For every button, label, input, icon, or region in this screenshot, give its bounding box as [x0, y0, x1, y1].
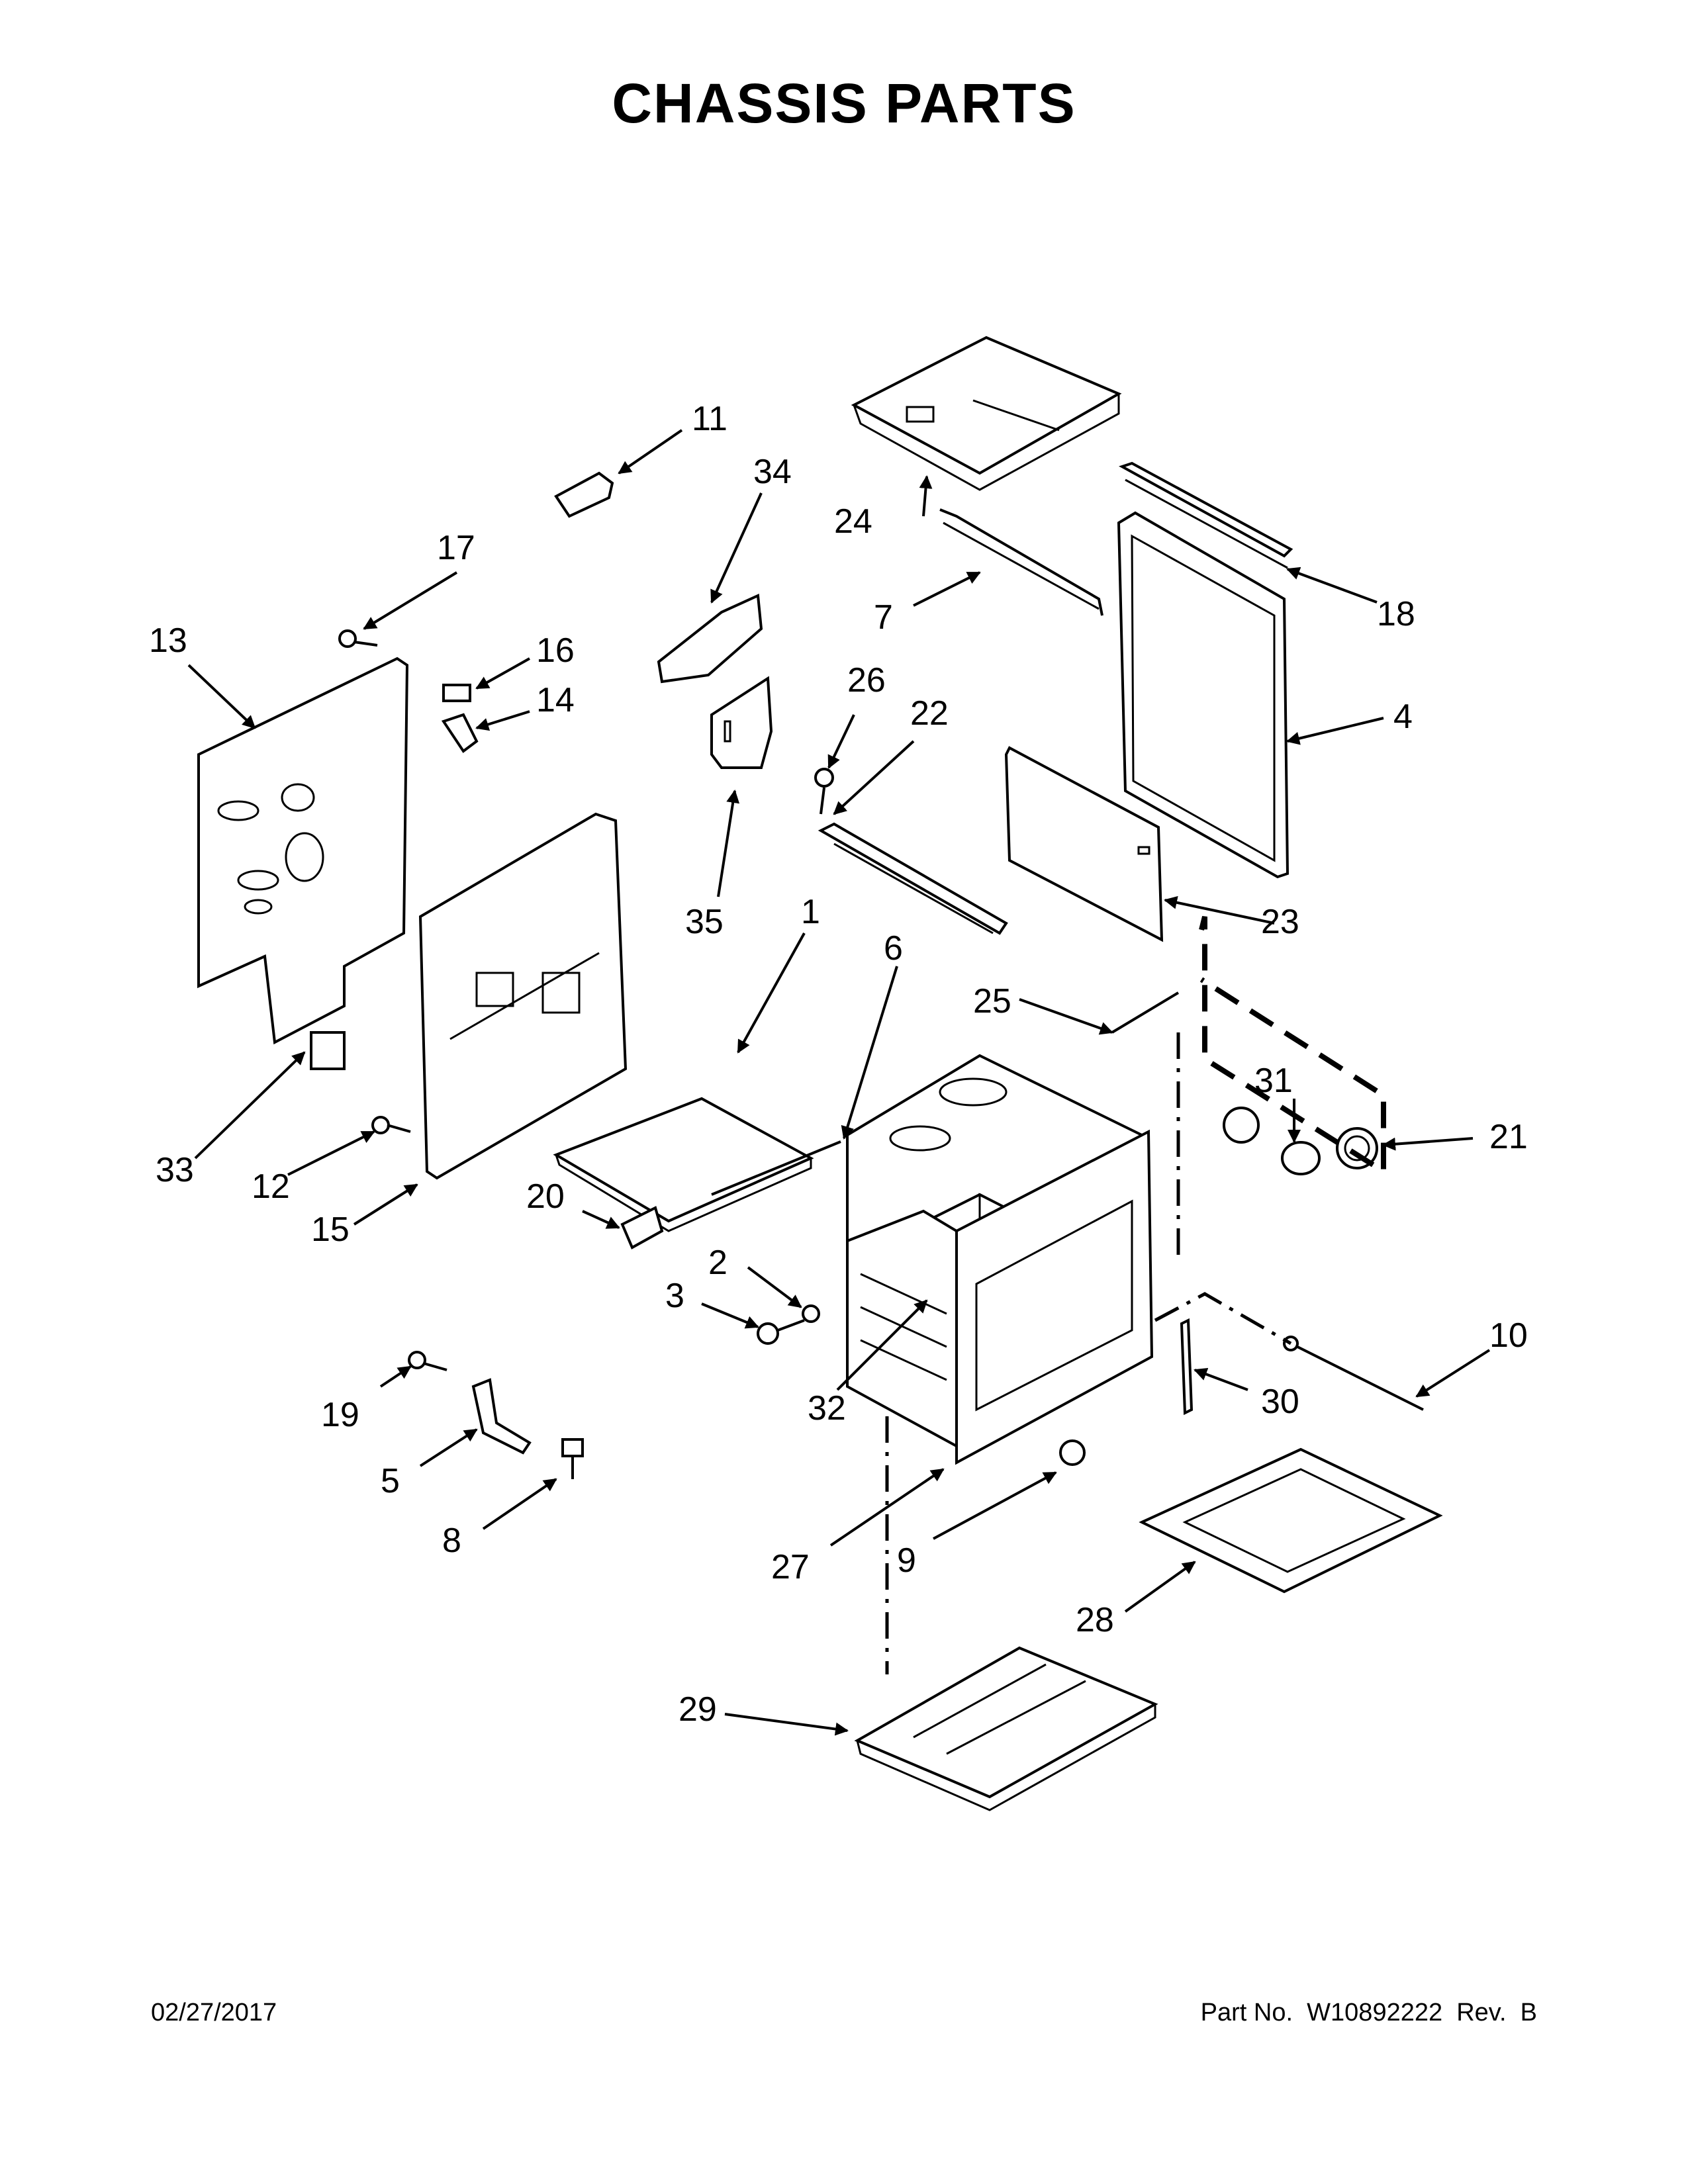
part-10-probe [1283, 1336, 1424, 1411]
part-5-leveling-bracket [471, 1378, 532, 1455]
callout-12: 12 [252, 1167, 290, 1206]
part-34-bracket [657, 594, 763, 684]
callout-14: 14 [536, 681, 575, 719]
callout-11: 11 [692, 400, 727, 438]
part-3-screw [757, 1319, 805, 1345]
callout-35: 35 [685, 903, 724, 941]
part-35-plate [710, 676, 773, 769]
part-31-bulb [1281, 1141, 1321, 1175]
callout-2: 2 [708, 1244, 727, 1282]
footer-date: 02/27/2017 [151, 1999, 277, 2026]
part-29-bottom-panel [854, 1646, 1158, 1811]
callout-5: 5 [381, 1462, 400, 1500]
callout-24: 24 [834, 502, 872, 541]
part-20-clip [620, 1206, 664, 1250]
part-6-rod [711, 1140, 841, 1196]
callout-30: 30 [1261, 1383, 1299, 1421]
callout-32: 32 [808, 1389, 846, 1428]
part-30-sensor [1180, 1318, 1194, 1416]
part-28-rack [1139, 1447, 1443, 1594]
footer-part-number: Part No. W10892222 Rev. B [1200, 1999, 1537, 2026]
callout-34: 34 [753, 453, 792, 491]
callout-10: 10 [1489, 1316, 1528, 1355]
part-22-bracket [818, 822, 1008, 935]
part-11-small-bracket [554, 471, 614, 518]
part-23-panel [1004, 746, 1164, 942]
leader-lines [187, 429, 1491, 1736]
part-4-frame [1117, 511, 1289, 879]
part-27-knob [1059, 1439, 1086, 1466]
callout-19: 19 [321, 1396, 359, 1434]
part-32-lower-cavity [846, 1129, 1154, 1465]
part-1-tray [553, 1097, 814, 1232]
part-16-clip [442, 684, 471, 702]
callout-27: 27 [771, 1548, 810, 1586]
callout-31: 31 [1254, 1062, 1293, 1100]
part-15-side-panel [418, 812, 628, 1180]
part-17-screw [338, 629, 378, 648]
callout-18: 18 [1377, 595, 1415, 633]
part-24-top-cover [851, 336, 1122, 491]
part-2-washer [802, 1304, 820, 1323]
part-19-screw [408, 1351, 447, 1371]
callout-20: 20 [526, 1177, 565, 1216]
callout-labels: 11 34 24 7 18 4 17 13 16 14 26 22 35 23 … [149, 400, 1528, 1729]
probe-phantom-line [1154, 1292, 1292, 1345]
callout-7: 7 [874, 598, 893, 637]
callout-8: 8 [442, 1522, 461, 1560]
callout-25: 25 [973, 982, 1011, 1021]
callout-17: 17 [437, 529, 475, 567]
part-33-block [310, 1031, 346, 1070]
part-26-screw [814, 768, 834, 815]
callout-29: 29 [679, 1690, 717, 1729]
callout-21: 21 [1489, 1118, 1528, 1156]
callout-13: 13 [149, 621, 187, 660]
part-12-screw [371, 1116, 411, 1134]
callout-16: 16 [536, 631, 575, 670]
part-13-rear-panel [197, 657, 409, 1045]
callout-9: 9 [897, 1541, 916, 1580]
callout-3: 3 [665, 1277, 684, 1315]
callout-15: 15 [311, 1210, 350, 1249]
callout-1: 1 [801, 893, 820, 931]
callout-28: 28 [1076, 1601, 1114, 1639]
page-title: CHASSIS PARTS [612, 72, 1076, 134]
callout-22: 22 [910, 694, 949, 733]
part-light-socket [1223, 1107, 1260, 1144]
part-7-rail [939, 508, 1103, 616]
callout-33: 33 [156, 1151, 194, 1189]
part-14-clip [441, 713, 479, 753]
callout-23: 23 [1261, 903, 1299, 941]
callout-4: 4 [1393, 698, 1413, 736]
callout-26: 26 [847, 661, 886, 700]
part-18-trim-strip [1119, 461, 1293, 569]
callout-6: 6 [884, 929, 903, 968]
part-8-leveling-foot [561, 1438, 584, 1479]
